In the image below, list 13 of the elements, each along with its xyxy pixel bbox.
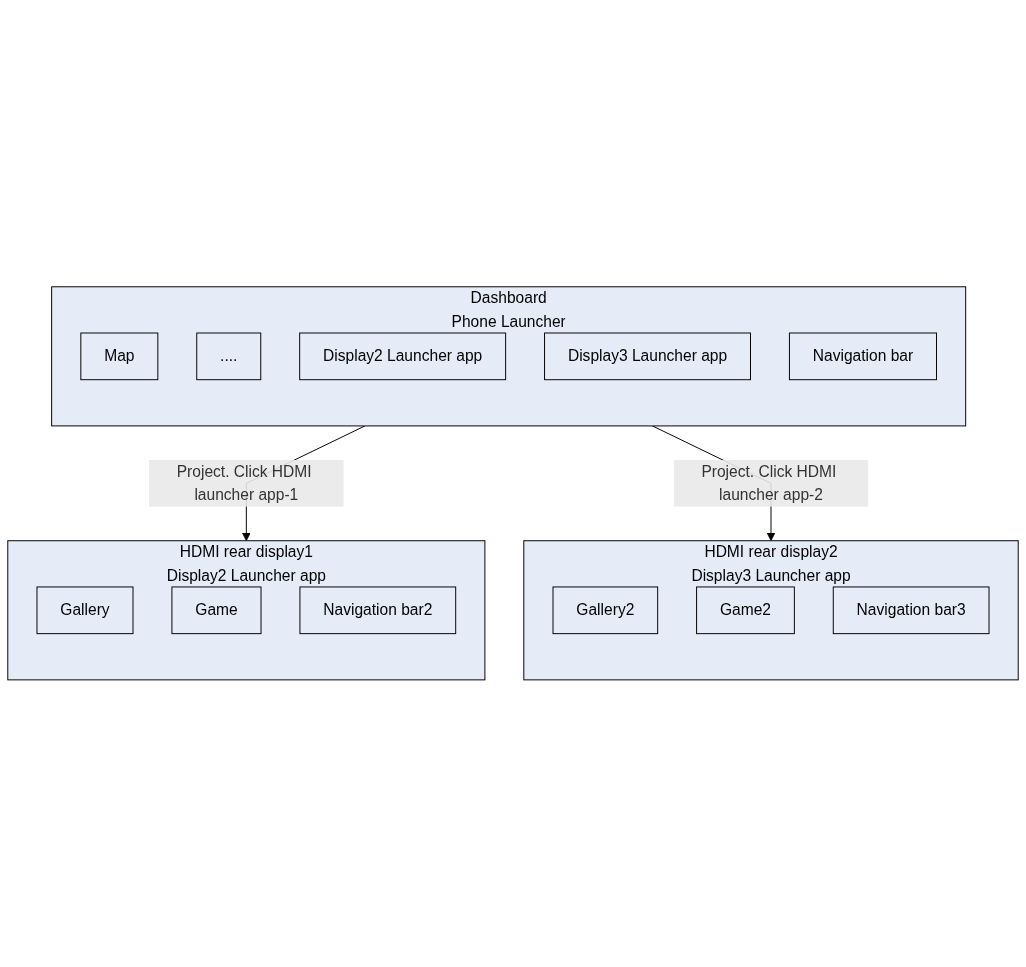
node-box: Display2 Launcher app (299, 332, 507, 381)
edge-label: Project. Click HDMI launcher app-2 (701, 463, 837, 503)
node-box: Gallery (36, 586, 134, 635)
node-box: Gallery2 (552, 586, 659, 635)
node-box: Navigation bar2 (299, 586, 457, 635)
node-box: Navigation bar (788, 332, 937, 381)
node-box: Game2 (696, 586, 795, 635)
node-box: .... (196, 332, 262, 381)
node-box: Map (80, 332, 159, 381)
node-box: Display3 Launcher app (544, 332, 751, 381)
edge-label: Project. Click HDMI launcher app-1 (176, 463, 312, 503)
node-box: Navigation bar3 (832, 586, 990, 635)
node-box: Game (171, 586, 262, 635)
